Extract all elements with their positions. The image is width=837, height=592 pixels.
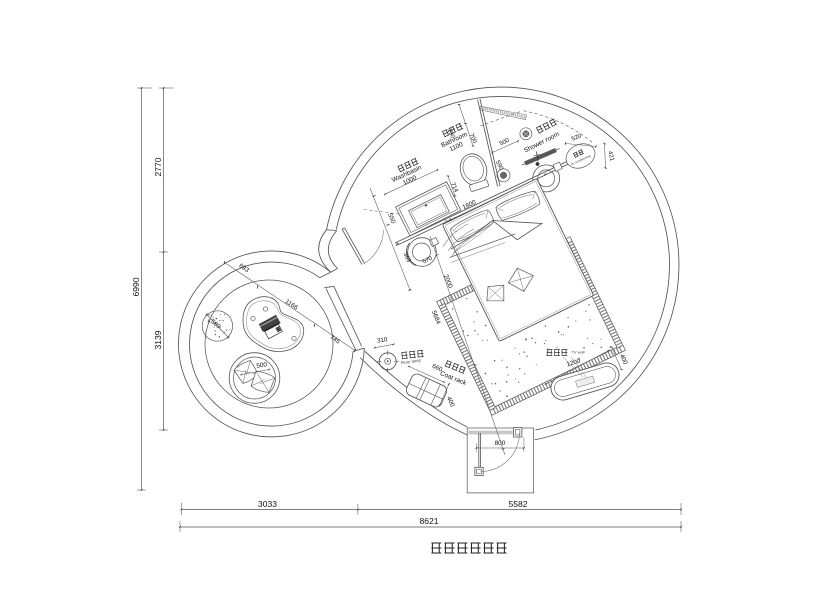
svg-text:2770: 2770 <box>153 157 163 176</box>
svg-text:421: 421 <box>606 151 615 163</box>
svg-text:700: 700 <box>468 133 478 145</box>
svg-text:693: 693 <box>238 262 251 274</box>
svg-text:TV wall: TV wall <box>571 350 584 355</box>
svg-text:570: 570 <box>422 255 434 265</box>
svg-text:3139: 3139 <box>153 330 163 349</box>
svg-text:800: 800 <box>495 440 506 447</box>
svg-text:8621: 8621 <box>420 516 439 526</box>
svg-text:500: 500 <box>499 137 511 147</box>
svg-text:5684: 5684 <box>430 310 442 326</box>
svg-text:660: 660 <box>431 363 444 374</box>
svg-text:400: 400 <box>445 396 456 409</box>
svg-text:400: 400 <box>618 353 629 366</box>
svg-text:3033: 3033 <box>258 499 277 509</box>
svg-text:745: 745 <box>329 334 342 346</box>
svg-text:520: 520 <box>571 133 583 143</box>
svg-text:1200: 1200 <box>566 358 582 369</box>
svg-text:310: 310 <box>376 336 388 345</box>
svg-text:590: 590 <box>494 160 504 172</box>
svg-text:714: 714 <box>449 182 459 194</box>
svg-text:Floor lamp: Floor lamp <box>400 358 421 366</box>
svg-text:500: 500 <box>256 361 268 369</box>
svg-text:2000: 2000 <box>442 274 454 290</box>
svg-text:363: 363 <box>402 252 412 264</box>
svg-text:5582: 5582 <box>509 499 528 509</box>
svg-text:190: 190 <box>446 128 456 140</box>
svg-text:550: 550 <box>386 212 397 225</box>
svg-text:6990: 6990 <box>131 277 141 296</box>
